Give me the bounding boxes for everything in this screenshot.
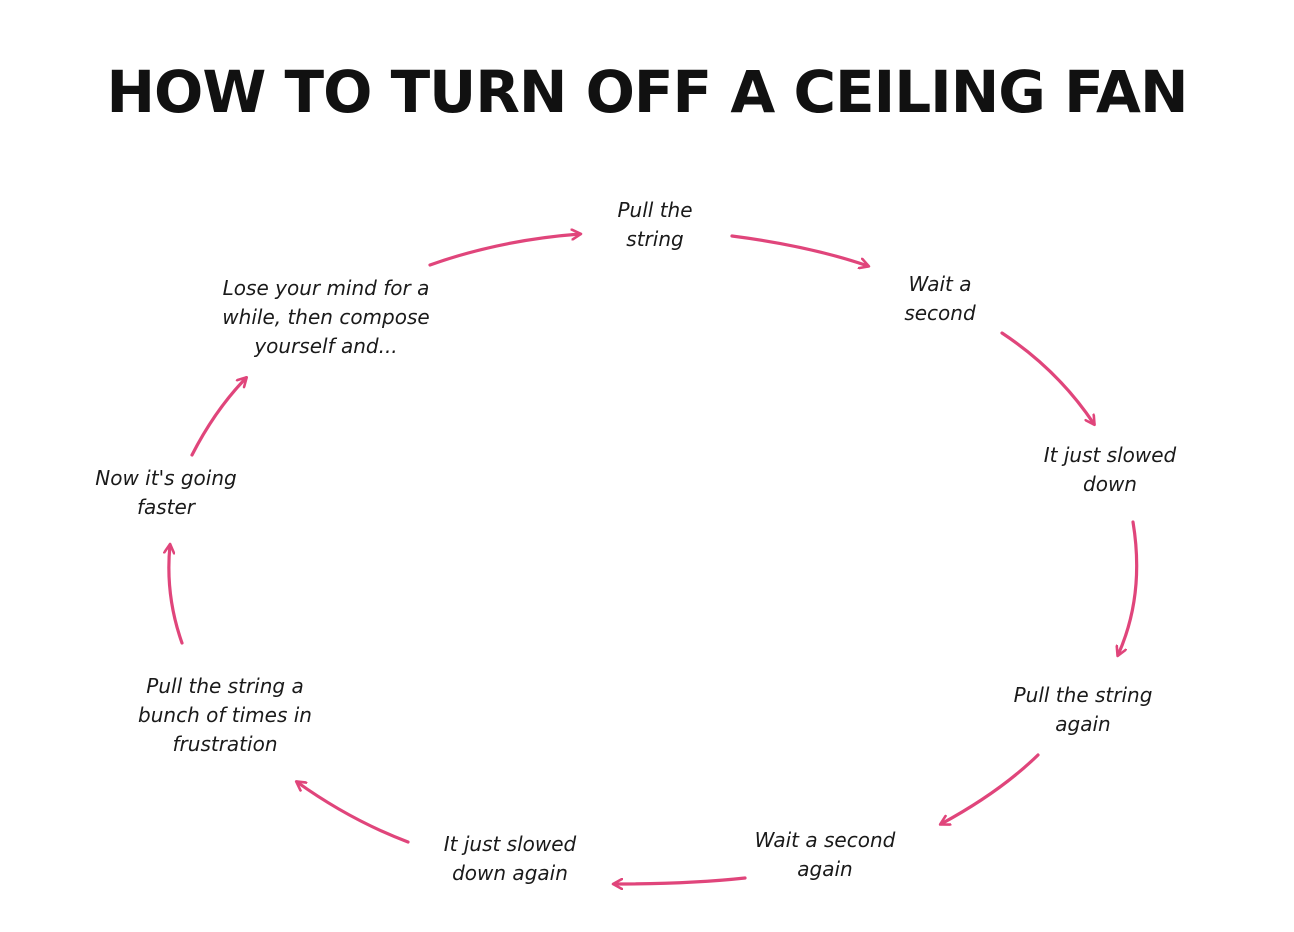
step-slowed-down: It just slowed down: [1043, 443, 1177, 496]
arrow-slowed-to-pull-again: [1118, 520, 1139, 655]
diagram-title: HOW TO TURN OFF A CEILING FAN: [106, 58, 1189, 126]
step-wait-second-again: Wait a second again: [754, 828, 896, 881]
step-pull-string-again: Pull the string again: [1013, 683, 1153, 736]
arrow-faster-to-lose-mind: [190, 378, 246, 457]
arrow-wait-to-slowed: [1000, 331, 1094, 424]
arrow-frustration-to-faster: [169, 545, 184, 645]
arrow-lose-mind-to-string: [428, 234, 580, 267]
step-going-faster: Now it's going faster: [95, 466, 237, 519]
step-slowed-down-again: It just slowed down again: [443, 832, 577, 885]
step-wait-second: Wait a second: [904, 272, 976, 325]
step-pull-string: Pull the string: [617, 198, 693, 251]
step-lose-mind: Lose your mind for a while, then compose…: [222, 276, 430, 358]
arrow-pull-again-to-wait-again: [941, 753, 1040, 824]
arrow-wait-again-to-slowed-again: [614, 876, 747, 884]
arrow-slowed-again-to-frustration: [297, 782, 410, 844]
step-pull-string-frustration: Pull the string a bunch of times in frus…: [138, 674, 312, 756]
arrow-string-to-wait: [730, 234, 868, 266]
